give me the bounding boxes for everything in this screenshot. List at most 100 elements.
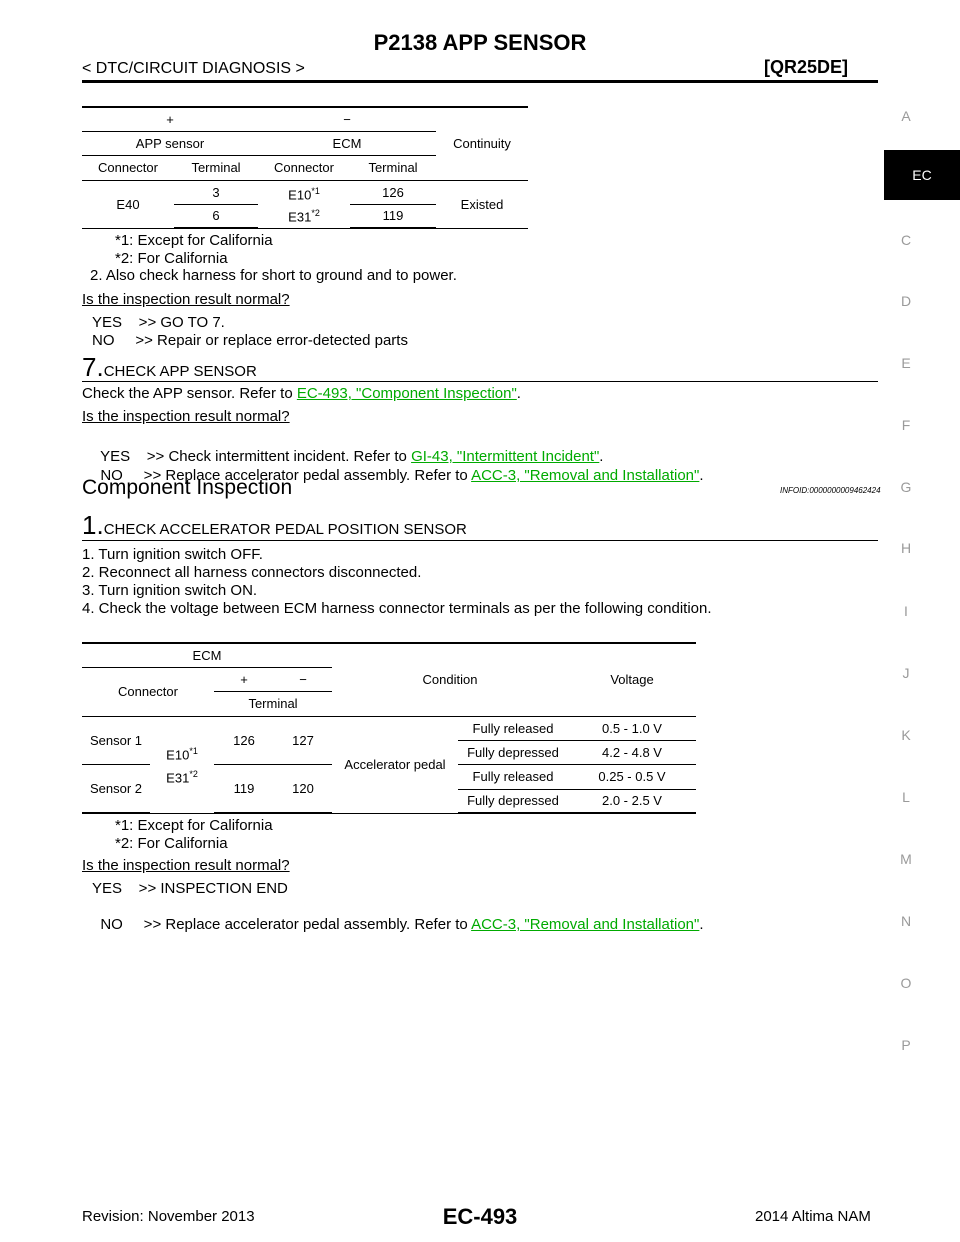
voltage-value: 0.25 - 0.5 V [568,764,696,790]
step6-item2: 2. Also check harness for short to groun… [90,267,457,284]
ecm-header: ECM [82,642,332,668]
side-index-l[interactable]: L [902,789,910,805]
footnote-mark: *2 [311,208,320,218]
terminal-header: Terminal [174,155,258,181]
connector-header: Connector [82,667,214,717]
col-plus: + [214,667,274,692]
col-minus: − [274,667,332,692]
link-intermittent-incident[interactable]: GI-43, "Intermittent Incident" [411,448,600,465]
terminal-127: 127 [274,716,332,765]
link-removal-installation[interactable]: ACC-3, "Removal and Installation" [471,467,700,484]
side-index-h[interactable]: H [900,540,912,556]
sensor-2: Sensor 2 [82,764,150,814]
side-index-i[interactable]: I [904,603,908,619]
step7-rule [82,381,878,382]
terminal-header: Terminal [214,691,332,717]
instruction-4: 4. Check the voltage between ECM harness… [82,600,712,617]
ecm-header: ECM [258,131,436,156]
pedal-state: Fully released [458,716,568,741]
yes-text: YES >> Check intermittent incident. Refe… [100,448,412,465]
period: . [599,448,604,465]
inspection-question: Is the inspection result normal? [82,291,290,308]
side-index-g[interactable]: G [900,479,912,495]
step-title: CHECK ACCELERATOR PEDAL POSITION SENSOR [103,521,467,538]
voltage-header: Voltage [568,642,696,717]
step-number: 7. [82,352,104,382]
engine-code: [QR25DE] [764,57,849,77]
footer-model: 2014 Altima NAM [755,1208,871,1225]
voltage-value: 0.5 - 1.0 V [568,716,696,741]
pedal-state: Fully released [458,764,568,790]
footnote-mark: *2 [189,768,198,779]
instruction-1: 1. Turn ignition switch OFF. [82,546,263,563]
connector-header: Connector [258,155,350,181]
step7-check: Check the APP sensor. Refer to EC-493, "… [82,385,521,402]
accelerator-pedal: Accelerator pedal [332,716,458,814]
step6-yes: YES >> GO TO 7. [92,314,225,331]
period: . [699,916,704,933]
link-component-inspection[interactable]: EC-493, "Component Inspection" [296,385,517,402]
connector-e10: E10 [166,747,190,763]
col-continuity: Continuity [436,106,528,181]
app-sensor-header: APP sensor [82,131,258,156]
step-title: CHECK APP SENSOR [103,363,257,380]
side-index-n[interactable]: N [900,913,912,929]
connector-e31: E31 [166,769,190,785]
col-minus: − [258,106,436,132]
pedal-state: Fully depressed [458,740,568,765]
sensor-1: Sensor 1 [82,716,150,765]
no-text: NO >> Replace accelerator pedal assembly… [100,467,472,484]
step1-rule [82,540,878,541]
voltage-value: 4.2 - 4.8 V [568,740,696,765]
page-number: EC-493 [442,1204,518,1229]
side-index-ec-active[interactable]: EC [884,150,960,200]
voltage-table: ECM Condition Voltage Connector + − Term… [82,642,696,814]
side-index-a[interactable]: A [901,108,911,124]
footnote-1: *1: Except for California [115,817,273,834]
side-index-d[interactable]: D [900,293,912,309]
connector-e10: E10 [288,187,312,202]
footnote-mark: *1 [311,185,320,196]
connector-header: Connector [82,155,174,181]
connector-e31: E31 [288,209,312,225]
inspection-question: Is the inspection result normal? [82,408,290,425]
side-index-j[interactable]: J [902,665,910,681]
terminal-119: 119 [350,204,436,229]
check-text: Check the APP sensor. Refer to [82,385,297,402]
col-plus: + [82,106,258,132]
side-index-c[interactable]: C [900,232,912,248]
pedal-state: Fully depressed [458,789,568,814]
step-number: 1. [82,510,104,540]
side-index-e[interactable]: E [901,355,911,371]
side-index-o[interactable]: O [900,975,912,991]
step6-no: NO >> Repair or replace error-detected p… [92,332,408,349]
final-yes: YES >> INSPECTION END [92,880,288,897]
voltage-value: 2.0 - 2.5 V [568,789,696,814]
section-breadcrumb: < DTC/CIRCUIT DIAGNOSIS > [82,60,305,77]
no-text: NO >> Replace accelerator pedal assembly… [100,916,472,933]
step7-yes: YES >> Check intermittent incident. Refe… [92,431,603,465]
side-index-p[interactable]: P [901,1037,911,1053]
footnote-mark: *1 [189,746,198,757]
footnote-1: *1: Except for California [115,232,273,249]
step7-heading: 7.CHECK APP SENSOR [82,352,257,383]
side-index-m[interactable]: M [900,851,912,867]
link-removal-installation[interactable]: ACC-3, "Removal and Installation" [471,916,700,933]
info-id: INFOID:0000000009462424 [780,486,881,495]
condition-header: Condition [332,642,568,717]
continuity-table: + − Continuity APP sensor ECM Connector … [82,106,528,229]
terminal-126: 126 [214,716,274,765]
terminal-3: 3 [174,180,258,205]
footnote-2: *2: For California [115,250,228,267]
inspection-question: Is the inspection result normal? [82,857,290,874]
side-index-k[interactable]: K [901,727,911,743]
footer-revision: Revision: November 2013 [82,1208,255,1225]
continuity-existed: Existed [436,180,528,229]
terminal-6: 6 [174,204,258,229]
step7-no: NO >> Replace accelerator pedal assembly… [92,450,703,484]
step1-heading: 1.CHECK ACCELERATOR PEDAL POSITION SENSO… [82,510,467,541]
section-title: Component Inspection [82,476,293,499]
side-index-f[interactable]: F [901,417,911,433]
header-rule [82,80,878,83]
terminal-126: 126 [350,180,436,205]
